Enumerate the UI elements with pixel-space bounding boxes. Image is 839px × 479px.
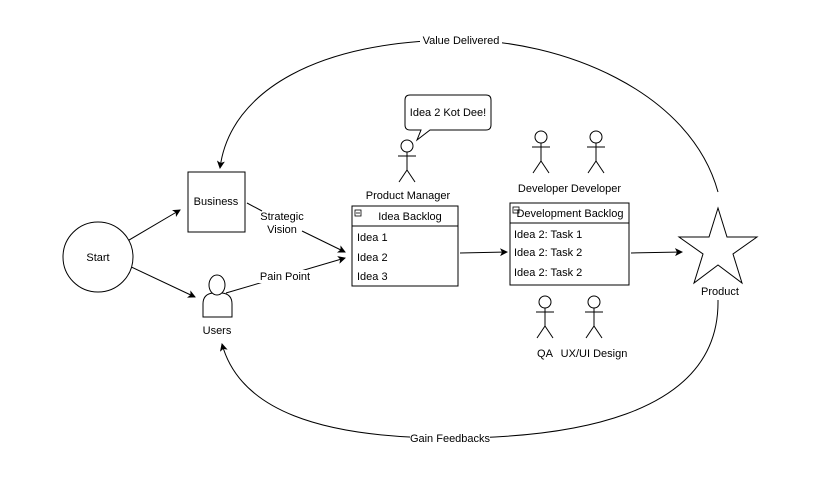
edge-dev-backlog-product: [630, 248, 683, 257]
ux-designer-actor[interactable]: UX/UI Design: [561, 295, 628, 360]
start-node[interactable]: Start: [62, 221, 134, 293]
developer-label: Developer: [571, 183, 621, 195]
speech-bubble[interactable]: Idea 2 Kot Dee!: [404, 94, 492, 142]
actor-icon: [398, 139, 416, 183]
users-node[interactable]: Users: [202, 274, 233, 337]
user-icon: [202, 292, 233, 318]
actor-icon: [536, 295, 554, 339]
product-manager-actor[interactable]: Product Manager: [366, 139, 451, 202]
idea-backlog-item[interactable]: Idea 1: [357, 232, 388, 244]
ux-designer-label: UX/UI Design: [561, 348, 628, 360]
development-backlog-item[interactable]: Idea 2: Task 2: [514, 247, 582, 259]
business-label: Business: [194, 196, 239, 208]
collapse-icon[interactable]: [354, 209, 362, 217]
idea-backlog-item[interactable]: Idea 3: [357, 271, 388, 283]
idea-backlog[interactable]: Idea Backlog Idea 1 Idea 2 Idea 3: [351, 205, 459, 287]
product-node[interactable]: Product: [677, 206, 759, 298]
developer-actor[interactable]: Developer: [518, 130, 568, 195]
developer-label: Developer: [518, 183, 568, 195]
actor-icon: [532, 130, 550, 174]
idea-backlog-item[interactable]: Idea 2: [357, 252, 388, 264]
idea-backlog-title: Idea Backlog: [378, 211, 442, 223]
edge-label-vision: Vision: [267, 224, 297, 236]
star-icon: [677, 206, 759, 285]
speech-bubble-text: Idea 2 Kot Dee!: [410, 107, 486, 119]
qa-label: QA: [537, 348, 554, 360]
edge-label-gain-feedbacks: Gain Feedbacks: [410, 433, 491, 445]
development-backlog-title: Development Backlog: [516, 208, 623, 220]
product-label: Product: [701, 286, 739, 298]
developer-actor[interactable]: Developer: [571, 130, 621, 195]
edge-business-idea-backlog-a: [246, 202, 263, 212]
edge-start-users: [126, 264, 196, 298]
development-backlog[interactable]: Development Backlog Idea 2: Task 1 Idea …: [509, 202, 630, 286]
actor-icon: [587, 130, 605, 174]
edge-idea-dev-backlog: [459, 248, 508, 257]
edge-business-idea-backlog-b: [301, 230, 346, 253]
start-label: Start: [86, 252, 109, 264]
actor-icon: [585, 295, 603, 339]
collapse-icon[interactable]: [512, 206, 520, 214]
edge-gain-feedbacks: [219, 299, 719, 439]
development-backlog-item[interactable]: Idea 2: Task 1: [514, 229, 582, 241]
edge-label-pain-point: Pain Point: [260, 271, 310, 283]
edge-label-value-delivered: Value Delivered: [423, 35, 500, 47]
business-node[interactable]: Business: [187, 171, 246, 233]
development-backlog-item[interactable]: Idea 2: Task 2: [514, 267, 582, 279]
edge-start-business: [123, 209, 181, 244]
product-manager-label: Product Manager: [366, 190, 451, 202]
edge-label-strategic: Strategic: [260, 211, 304, 223]
users-label: Users: [203, 325, 232, 337]
qa-actor[interactable]: QA: [536, 295, 554, 360]
